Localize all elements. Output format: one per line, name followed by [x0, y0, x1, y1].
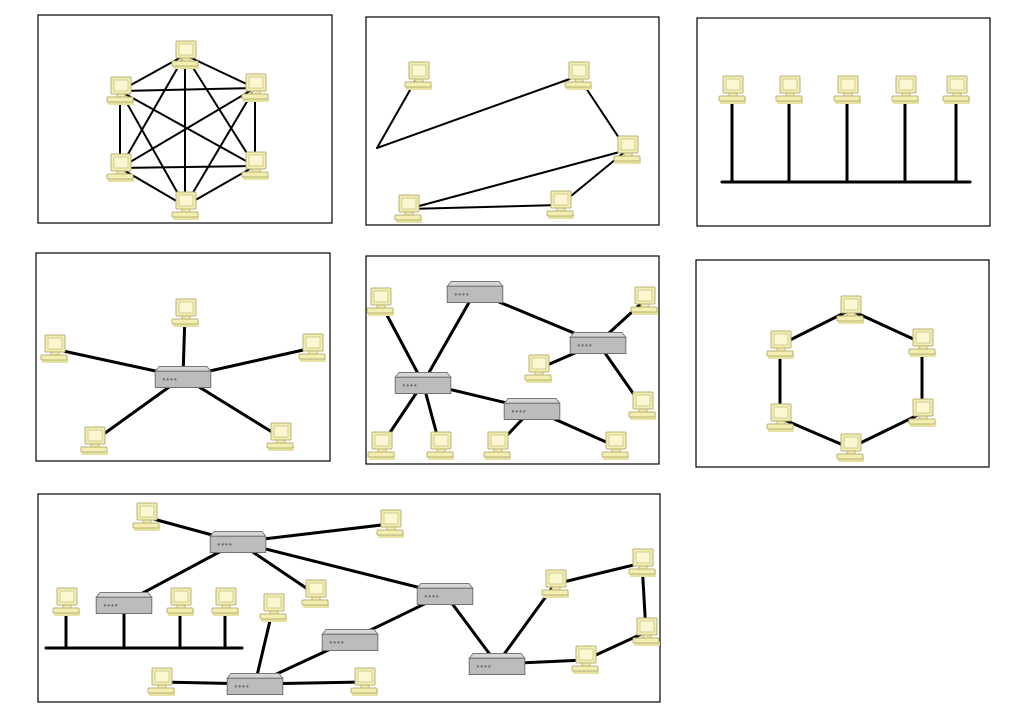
computer-icon	[908, 398, 936, 428]
computer-icon	[241, 151, 269, 181]
computer-icon	[241, 73, 269, 103]
network-link	[184, 54, 256, 167]
computer-icon	[171, 191, 199, 221]
network-link	[119, 54, 186, 169]
computer-icon	[630, 286, 658, 316]
hub-icon	[226, 672, 284, 696]
computer-icon	[836, 295, 864, 325]
computer-icon	[132, 502, 160, 532]
hub-icon	[503, 397, 561, 421]
computer-icon	[106, 153, 134, 183]
panel-bus	[696, 17, 991, 227]
hub-icon	[154, 365, 212, 389]
computer-icon	[404, 61, 432, 91]
computer-icon	[891, 75, 919, 105]
computer-icon	[394, 194, 422, 224]
computer-icon	[632, 617, 660, 647]
computer-icon	[80, 426, 108, 456]
links-group	[720, 88, 972, 184]
panel-frame	[695, 259, 990, 468]
computer-icon	[718, 75, 746, 105]
panel-frame	[696, 17, 991, 227]
panel-star	[35, 252, 331, 462]
computer-icon	[836, 433, 864, 463]
computer-icon	[483, 431, 511, 461]
network-link	[236, 540, 447, 596]
network-link	[376, 75, 579, 149]
computer-icon	[833, 75, 861, 105]
network-link	[119, 87, 256, 92]
hub-icon	[321, 628, 379, 652]
computer-icon	[366, 287, 394, 317]
computer-icon	[367, 431, 395, 461]
computer-icon	[52, 587, 80, 617]
network-link	[407, 149, 628, 210]
hub-icon	[209, 530, 267, 554]
network-link	[119, 90, 186, 207]
hub-icon	[416, 582, 474, 606]
hub-icon	[569, 331, 627, 355]
computer-icon	[301, 579, 329, 609]
hub-icon	[468, 652, 526, 676]
computer-icon	[942, 75, 970, 105]
network-link	[778, 416, 852, 450]
computer-icon	[766, 330, 794, 360]
computer-icon	[613, 135, 641, 165]
panel-frame	[365, 16, 660, 226]
computer-icon	[376, 509, 404, 539]
computer-icon	[40, 334, 68, 364]
computer-icon	[259, 593, 287, 623]
panel-ring	[695, 259, 990, 468]
computer-icon	[298, 333, 326, 363]
network-link	[553, 561, 644, 586]
computer-icon	[350, 667, 378, 697]
computer-icon	[211, 587, 239, 617]
hub-icon	[95, 591, 153, 615]
network-link	[421, 290, 477, 385]
panel-tree	[365, 255, 660, 465]
computer-icon	[266, 422, 294, 452]
computer-icon	[147, 667, 175, 697]
computer-icon	[564, 61, 592, 91]
hub-icon	[394, 371, 452, 395]
network-link	[119, 165, 256, 169]
network-link	[119, 90, 256, 167]
computer-icon	[766, 403, 794, 433]
computer-icon	[775, 75, 803, 105]
computer-icon	[908, 328, 936, 358]
panel-hybrid	[37, 493, 661, 703]
computer-icon	[601, 431, 629, 461]
computer-icon	[106, 76, 134, 106]
computer-icon	[524, 354, 552, 384]
panel-mesh	[37, 14, 333, 224]
panel-partial-chain	[365, 16, 660, 226]
computer-icon	[171, 298, 199, 328]
hub-icon	[446, 280, 504, 304]
computer-icon	[628, 548, 656, 578]
computer-icon	[628, 391, 656, 421]
network-link	[443, 592, 499, 666]
computer-icon	[546, 190, 574, 220]
computer-icon	[571, 645, 599, 675]
computer-icon	[541, 569, 569, 599]
computer-icon	[426, 431, 454, 461]
computer-icon	[166, 587, 194, 617]
network-link	[407, 204, 561, 210]
computer-icon	[171, 40, 199, 70]
